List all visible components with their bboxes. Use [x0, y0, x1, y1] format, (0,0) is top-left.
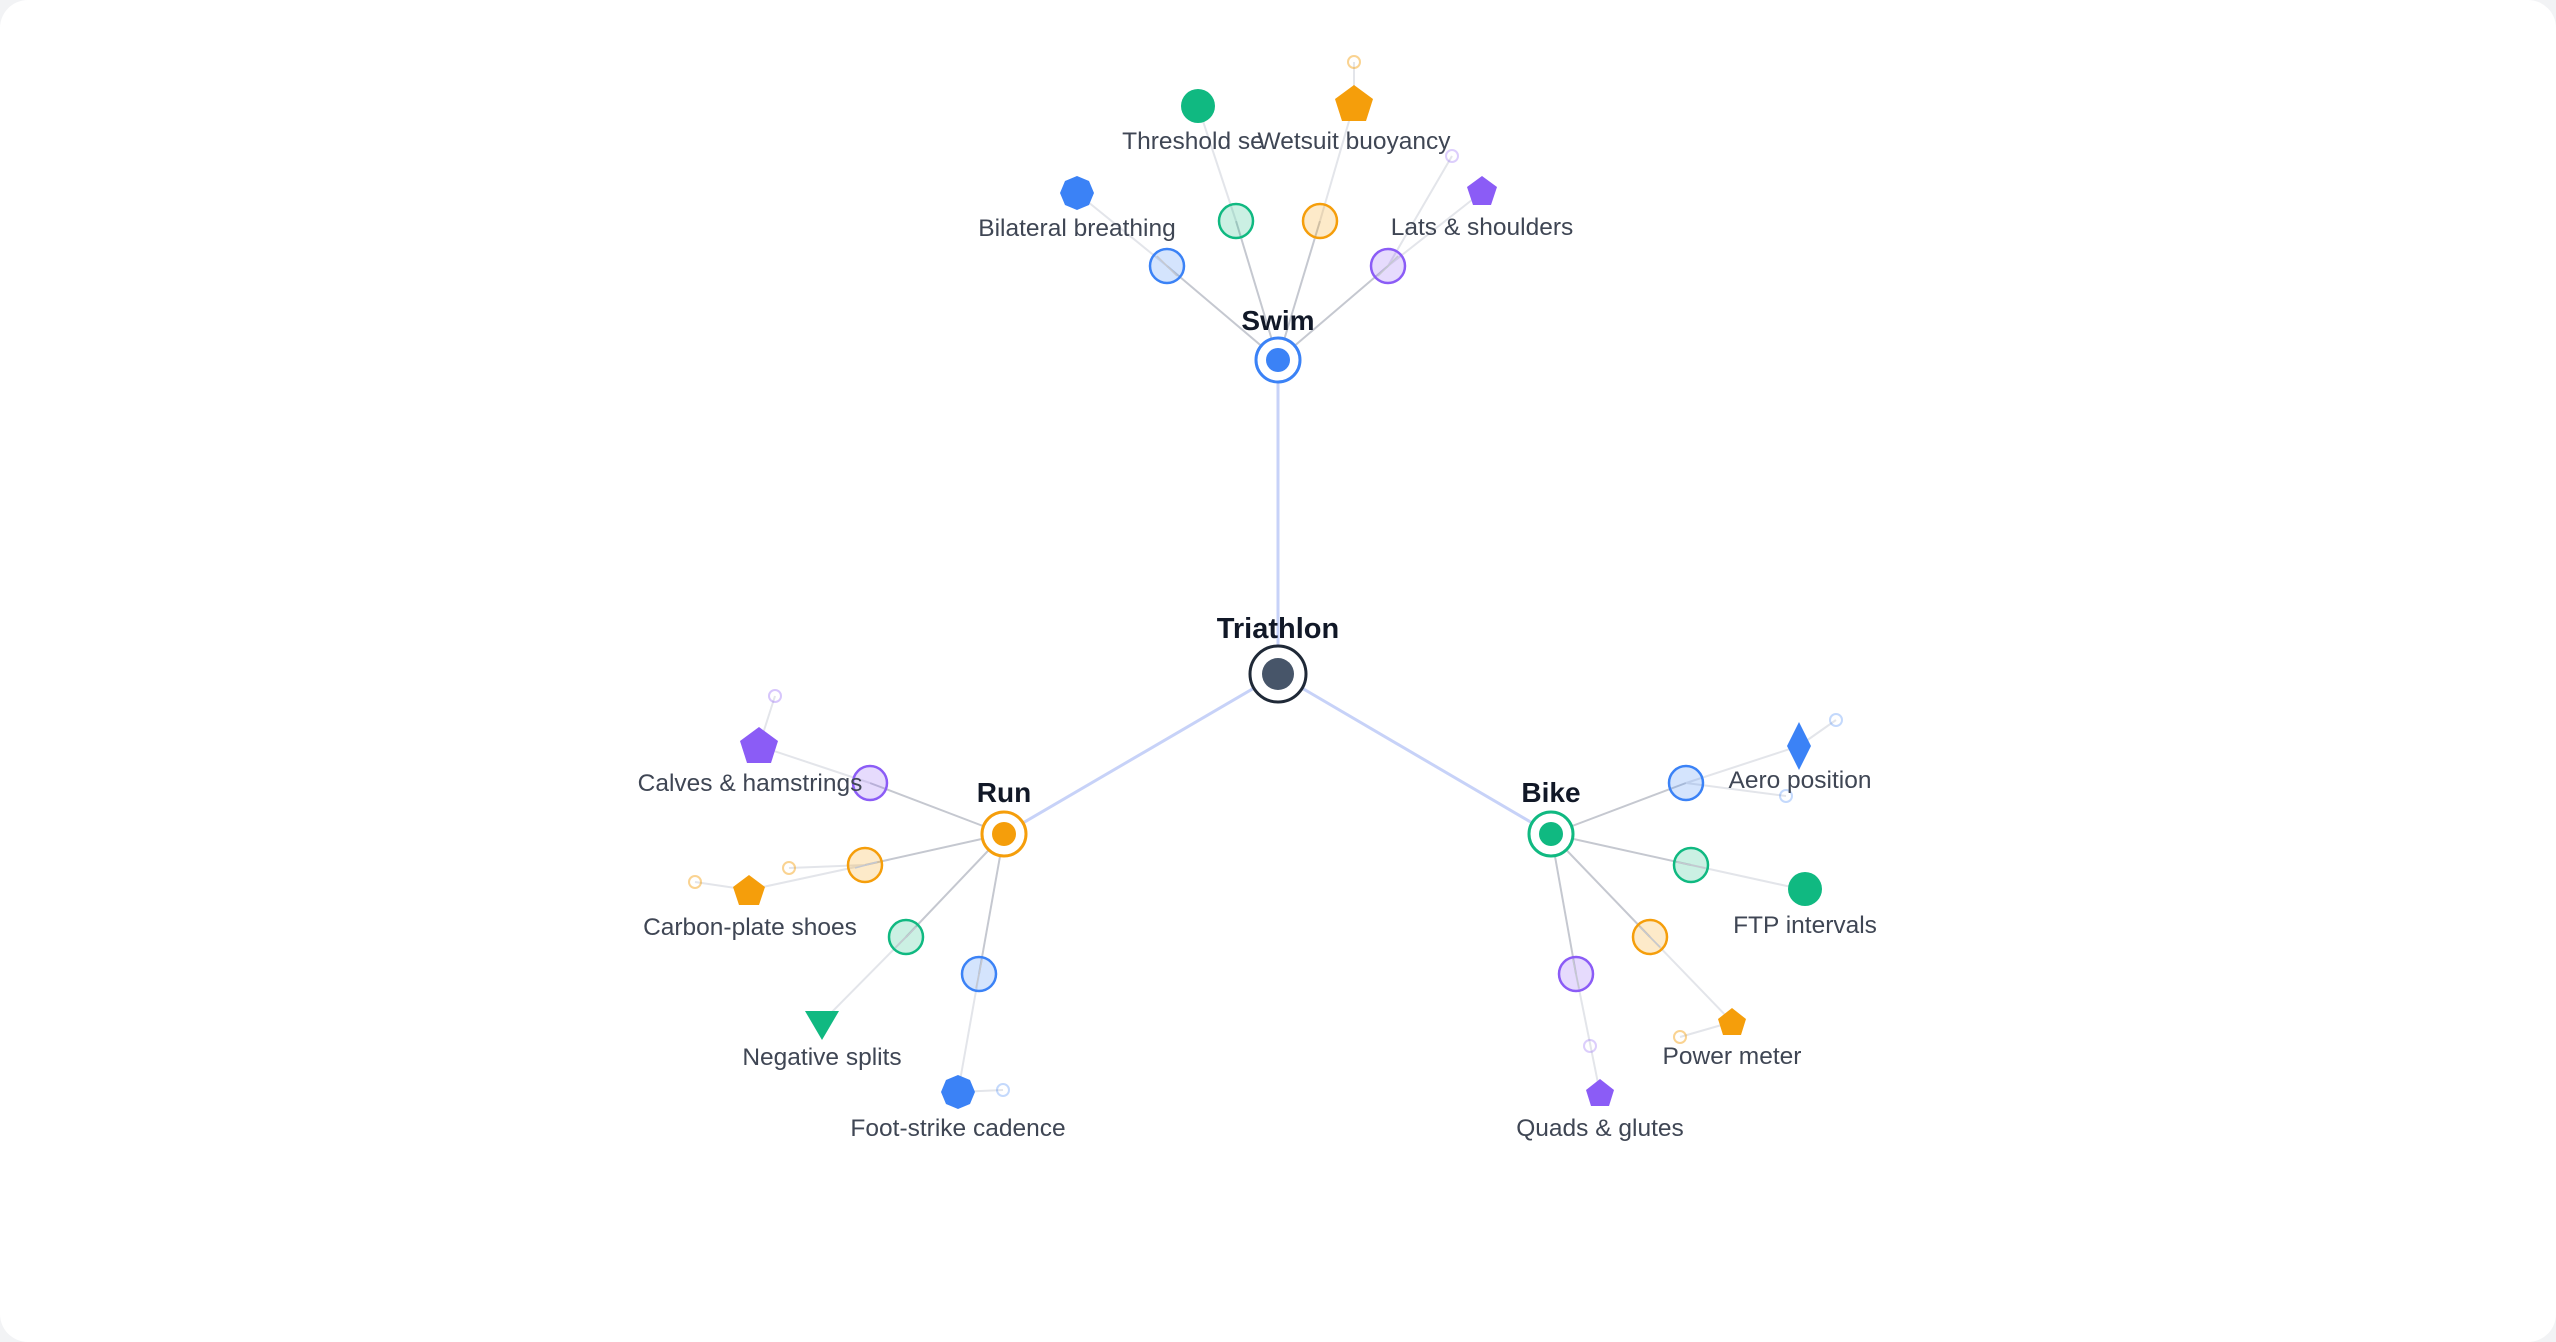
- edge-run-shoes-mid: [864, 833, 1005, 866]
- pentagon-icon[interactable]: [733, 875, 765, 905]
- branch-run: Run Calves & hamstrings Carbon-plate sho…: [638, 689, 1066, 1142]
- main-edges: [1003, 360, 1552, 836]
- branch-bike: Bike Aero position FTP intervals Power m…: [1516, 713, 1877, 1142]
- edge-root-run: [1003, 672, 1279, 836]
- leaf-label-bike-quads: Quads & glutes: [1516, 1115, 1684, 1142]
- swim-breathing-mid-stroke: [1156, 255, 1178, 277]
- root-node-dot: [1262, 658, 1294, 690]
- leaf-label-bike-power: Power meter: [1663, 1043, 1802, 1070]
- bike-extra-dot-a: [1829, 713, 1843, 727]
- edge-swim-threshold-mid: [1235, 220, 1279, 361]
- run-extra-dot-d: [996, 1083, 1010, 1097]
- edge-swim-lats-leaf: [1387, 191, 1483, 267]
- hub-label-bike: Bike: [1521, 777, 1580, 808]
- edge-bike-power-leaf: [1649, 936, 1733, 1023]
- leaf-label-swim-lats: Lats & shoulders: [1391, 214, 1574, 241]
- root-node[interactable]: Triathlon: [1217, 613, 1339, 704]
- run-splits-mid-stroke: [895, 926, 917, 948]
- pentagon-icon[interactable]: [740, 727, 778, 763]
- octagon-icon[interactable]: [941, 1075, 975, 1109]
- leaf-label-swim-wetsuit: Wetsuit buoyancy: [1258, 128, 1452, 155]
- edge-swim-lats-mid: [1277, 265, 1389, 361]
- swim-extra-dot-a: [1347, 55, 1361, 69]
- leaf-label-bike-aero: Aero position: [1728, 767, 1871, 794]
- edge-swim-breathing-mid: [1166, 265, 1279, 361]
- edge-swim-wetsuit-mid: [1277, 220, 1321, 361]
- leaf-label-run-calves: Calves & hamstrings: [638, 770, 863, 797]
- run-hub-dot: [992, 822, 1016, 846]
- pentagon-icon[interactable]: [1467, 176, 1497, 205]
- edge-root-bike: [1277, 672, 1552, 836]
- run-shoes-mid-stroke: [854, 861, 878, 869]
- edge-run-calves-mid: [869, 782, 1005, 835]
- edge-bike-power-mid: [1550, 833, 1651, 938]
- swim-extra-dot-b: [1445, 149, 1459, 163]
- run-extra-dot-c: [782, 861, 796, 875]
- swim-hub-dot: [1266, 348, 1290, 372]
- root-label: Triathlon: [1217, 613, 1339, 645]
- edge-bike-aero-leaf: [1685, 745, 1800, 784]
- diamond-icon[interactable]: [1787, 722, 1811, 770]
- pentagon-icon[interactable]: [1718, 1008, 1746, 1035]
- edge-bike-ftp-leaf: [1690, 864, 1806, 891]
- run-extra-dot-a: [768, 689, 782, 703]
- swim-wetsuit-mid-node[interactable]: [1301, 202, 1339, 240]
- edge-run-shoes-leaf: [748, 864, 866, 891]
- edge-bike-quads-leaf: [1575, 973, 1601, 1094]
- run-calves-mid-node[interactable]: [851, 764, 889, 802]
- leaf-label-run-shoes: Carbon-plate shoes: [643, 914, 857, 941]
- pentagon-icon[interactable]: [1586, 1079, 1614, 1106]
- leaf-label-run-cadence: Foot-strike cadence: [850, 1115, 1065, 1142]
- edge-run-cadence-leaf: [957, 973, 980, 1093]
- run-cadence-mid-stroke: [975, 959, 983, 989]
- bike-aero-mid-node[interactable]: [1667, 764, 1705, 802]
- bike-power-mid-stroke: [1639, 926, 1661, 948]
- hub-label-run: Run: [977, 777, 1031, 808]
- edge-run-extra-c: [788, 864, 866, 869]
- circle-icon[interactable]: [1788, 872, 1822, 906]
- bike-extra-dot-c: [1673, 1030, 1687, 1044]
- bike-hub-dot: [1539, 822, 1563, 846]
- run-extra-dot-b: [688, 875, 702, 889]
- octagon-icon[interactable]: [1060, 176, 1094, 210]
- branch-swim: Swim Bilateral breathing Threshold se We…: [978, 55, 1574, 384]
- leaf-label-swim-threshold: Threshold se: [1122, 128, 1264, 155]
- edge-swim-threshold-leaf: [1197, 105, 1237, 222]
- edge-run-splits-mid: [905, 833, 1005, 938]
- leaf-label-bike-ftp: FTP intervals: [1733, 912, 1877, 939]
- edge-bike-ftp-mid: [1550, 833, 1692, 866]
- hub-label-swim: Swim: [1241, 305, 1314, 336]
- edge-bike-quads-mid: [1550, 833, 1577, 975]
- circle-icon[interactable]: [1181, 89, 1215, 123]
- edge-run-cadence-mid: [978, 833, 1005, 975]
- triangle-icon[interactable]: [805, 1011, 839, 1040]
- edge-run-splits-leaf: [821, 936, 907, 1023]
- edge-run-calves-leaf: [758, 745, 871, 784]
- bike-quads-mid-stroke: [1572, 959, 1580, 989]
- edge-swim-extra-b: [1387, 155, 1453, 267]
- edge-swim-wetsuit-leaf: [1319, 103, 1355, 222]
- swim-threshold-mid-node[interactable]: [1217, 202, 1255, 240]
- bike-ftp-mid-stroke: [1676, 861, 1706, 869]
- swim-lats-mid-stroke: [1377, 255, 1399, 277]
- leaf-label-swim-breathing: Bilateral breathing: [978, 215, 1175, 242]
- leaf-label-run-splits: Negative splits: [742, 1044, 901, 1071]
- edge-bike-aero-mid: [1550, 782, 1687, 835]
- pentagon-icon[interactable]: [1335, 85, 1373, 121]
- bike-extra-dot-b: [1779, 789, 1793, 803]
- edge-swim-breathing-leaf: [1076, 192, 1168, 267]
- bike-extra-dot-d: [1583, 1039, 1597, 1053]
